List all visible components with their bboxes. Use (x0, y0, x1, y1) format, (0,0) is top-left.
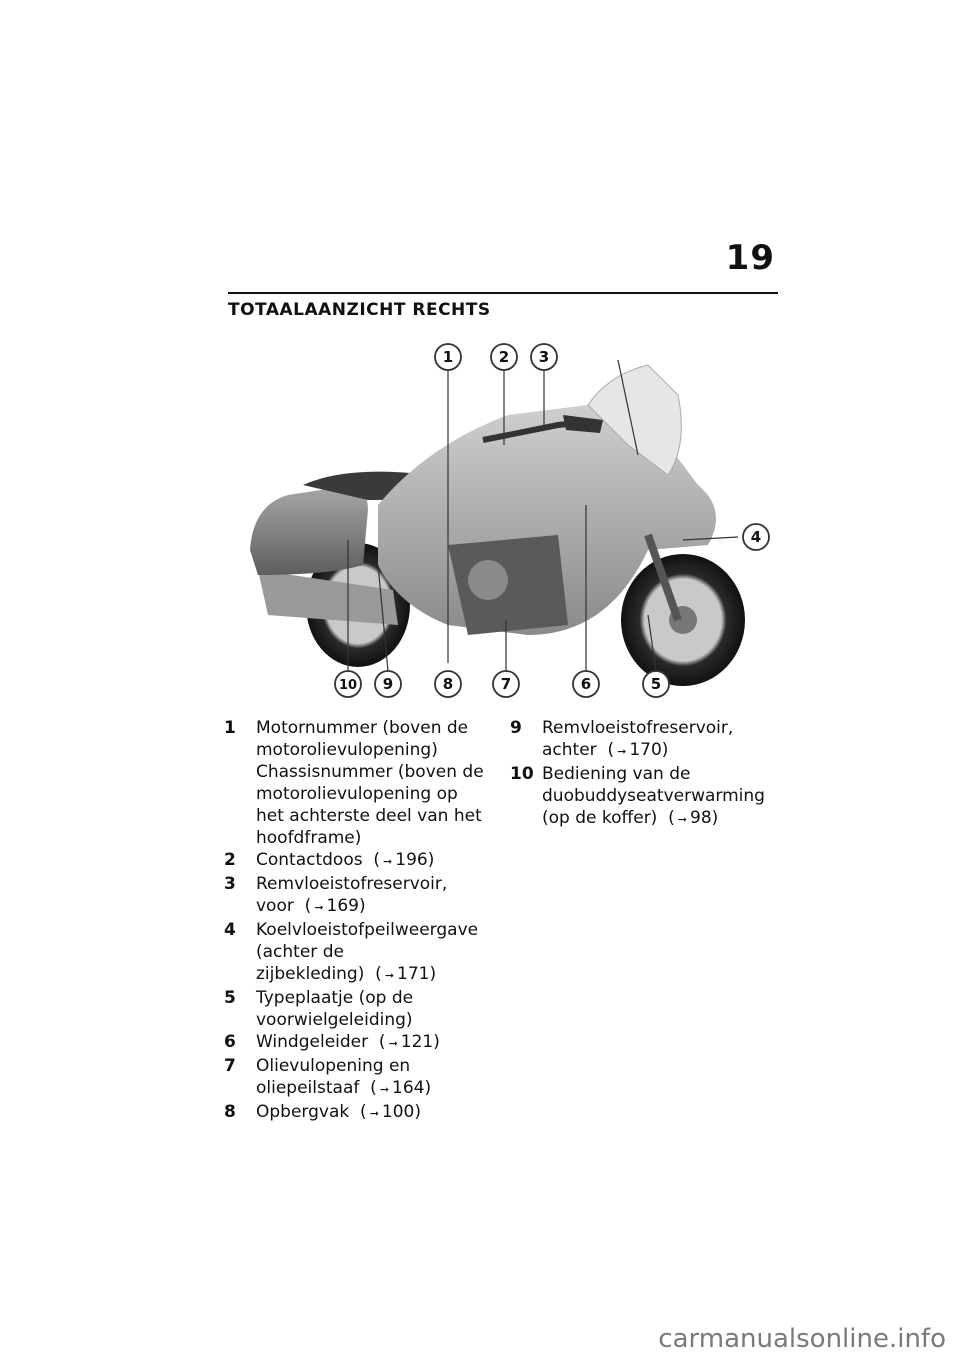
callout-6: 6 (581, 675, 591, 693)
motorcycle-illustration: 1 2 3 4 5 6 7 8 9 10 (250, 343, 770, 698)
title-rule (228, 292, 778, 294)
legend-item-text: Contactdoos (➞196) (256, 849, 486, 873)
legend-item-text: Remvloeistofreservoir, voor (➞169) (256, 873, 486, 919)
callout-9: 9 (383, 675, 393, 693)
legend-item-text: Bediening van de duobuddyseatverwarming … (542, 763, 778, 831)
legend-item-text: Opbergvak (➞100) (256, 1101, 486, 1125)
legend-item-3: 3 Remvloeistofreservoir, voor (➞169) (224, 873, 486, 919)
page-reference-link[interactable]: (➞100) (349, 1102, 421, 1122)
callout-5: 5 (651, 675, 661, 693)
legend-item-text: Windgeleider (➞121) (256, 1031, 486, 1055)
arrow-right-icon: ➞ (369, 1107, 379, 1120)
page-reference-link[interactable]: (➞121) (368, 1032, 440, 1052)
legend-item-number: 9 (510, 718, 522, 738)
leader-lines (347, 359, 739, 672)
legend-right-column: 9 Remvloeistofreservoir, achter (➞170) 10 B… (510, 717, 778, 831)
motorcycle-figure: 1 2 3 4 5 6 7 8 9 10 (228, 335, 783, 705)
legend-item-text: Koelvloeistofpeilweergave (achter de zij… (256, 919, 486, 987)
legend-item-4: 4 Koelvloeistofpeilweergave (achter de zi… (224, 919, 486, 987)
arrow-right-icon: ➞ (384, 969, 395, 982)
legend-item-number: 4 (224, 920, 236, 940)
page-reference-link[interactable]: (➞164) (359, 1078, 431, 1098)
legend-item-number: 5 (224, 988, 236, 1008)
legend-item-text: Motornummer (boven de motorolievulopenin… (256, 718, 484, 848)
pannier-case (250, 485, 368, 575)
legend-item-text: Remvloeistofreservoir, achter (➞170) (542, 717, 778, 763)
engine (448, 535, 568, 635)
legend-item-text: Typeplaatje (op de voorwielgeleiding) (256, 988, 414, 1030)
legend-item-7: 7 Olievulopening en oliepeilstaaf (➞164) (224, 1055, 486, 1101)
legend-item-number: 3 (224, 874, 236, 894)
section-title: TOTAALAANZICHT RECHTS (228, 300, 491, 320)
page-reference-link[interactable]: (➞171) (364, 964, 436, 984)
legend-item-number: 2 (224, 850, 236, 870)
legend-item-number: 1 (224, 718, 236, 738)
windscreen (587, 364, 682, 476)
legend-item-5: 5 Typeplaatje (op de voorwielgeleiding) (224, 987, 486, 1031)
arrow-right-icon: ➞ (388, 1037, 398, 1050)
legend-item-1: 1 Motornummer (boven de motorolievulopeni… (224, 717, 486, 849)
callout-10: 10 (339, 678, 357, 693)
page-number: 19 (725, 238, 775, 278)
legend-item-number: 7 (224, 1056, 236, 1076)
callout-1: 1 (443, 348, 453, 366)
callout-7: 7 (501, 675, 511, 693)
legend-item-10: 10 Bediening van de duobuddyseatverwarmin… (510, 763, 778, 831)
page-reference-link[interactable]: (➞170) (597, 740, 668, 760)
legend-left-column: 1 Motornummer (boven de motorolievulopeni… (224, 717, 486, 1125)
legend-item-2: 2 Contactdoos (➞196) (224, 849, 486, 873)
callout-3: 3 (539, 348, 549, 366)
callout-8: 8 (443, 675, 453, 693)
legend-item-8: 8 Opbergvak (➞100) (224, 1101, 486, 1125)
arrow-right-icon: ➞ (314, 901, 324, 914)
legend-item-number: 10 (510, 764, 534, 784)
callout-2: 2 (499, 348, 509, 366)
arrow-right-icon: ➞ (677, 813, 687, 826)
arrow-right-icon: ➞ (383, 855, 393, 868)
arrow-right-icon: ➞ (379, 1083, 390, 1096)
callout-4: 4 (751, 528, 761, 546)
legend-item-text: Olievulopening en oliepeilstaaf (➞164) (256, 1055, 486, 1101)
page-reference-link[interactable]: (➞98) (657, 808, 718, 828)
legend-item-6: 6 Windgeleider (➞121) (224, 1031, 486, 1055)
legend-item-number: 6 (224, 1032, 236, 1052)
arrow-right-icon: ➞ (617, 745, 627, 758)
legend-item-9: 9 Remvloeistofreservoir, achter (➞170) (510, 717, 778, 763)
page-reference-link[interactable]: (➞196) (363, 850, 434, 870)
legend-item-number: 8 (224, 1102, 236, 1122)
exhaust (258, 570, 398, 625)
page-reference-link[interactable]: (➞169) (294, 896, 366, 916)
watermark: carmanualsonline.info (658, 1324, 946, 1354)
